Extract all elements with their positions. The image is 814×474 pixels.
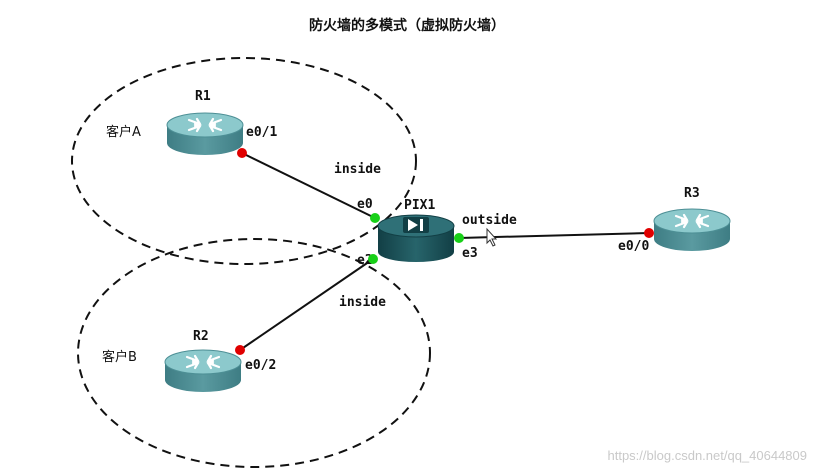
link-label-outside: outside (462, 213, 517, 228)
link-label-inside-a: inside (334, 162, 381, 177)
router-icon (163, 348, 243, 394)
router-r1[interactable] (165, 111, 245, 157)
port-status-pix-e2 (368, 254, 378, 264)
r3-name: R3 (684, 186, 700, 201)
r2-name: R2 (193, 329, 209, 344)
zone-a-boundary (71, 57, 417, 265)
zone-b-label: 客户B (102, 349, 137, 365)
port-status-pix-e0 (370, 213, 380, 223)
zone-a-label: 客户A (106, 124, 141, 140)
router-icon (165, 111, 245, 157)
port-status-r2 (235, 345, 245, 355)
firewall-pix1[interactable] (377, 214, 455, 262)
router-icon (652, 207, 732, 253)
link-label-inside-b: inside (339, 295, 386, 310)
link-r1-pix (241, 152, 376, 219)
r2-port-label: e0/2 (245, 358, 276, 373)
router-r3[interactable] (652, 207, 732, 253)
pix-name: PIX1 (404, 198, 435, 213)
router-r2[interactable] (163, 348, 243, 394)
watermark: https://blog.csdn.net/qq_40644809 (608, 448, 808, 463)
diagram-title: 防火墙的多模式（虚拟防火墙） (309, 17, 505, 34)
pix-port-e0-label: e0 (357, 197, 373, 212)
link-r2-pix (239, 258, 374, 351)
r1-port-label: e0/1 (246, 125, 277, 140)
port-status-pix-e3 (454, 233, 464, 243)
mouse-cursor-icon (486, 227, 498, 247)
port-status-r3 (644, 228, 654, 238)
r1-name: R1 (195, 89, 211, 104)
r3-port-label: e0/0 (618, 239, 649, 254)
port-status-r1 (237, 148, 247, 158)
zone-b-boundary (77, 238, 431, 468)
pix-port-e3-label: e3 (462, 246, 478, 261)
